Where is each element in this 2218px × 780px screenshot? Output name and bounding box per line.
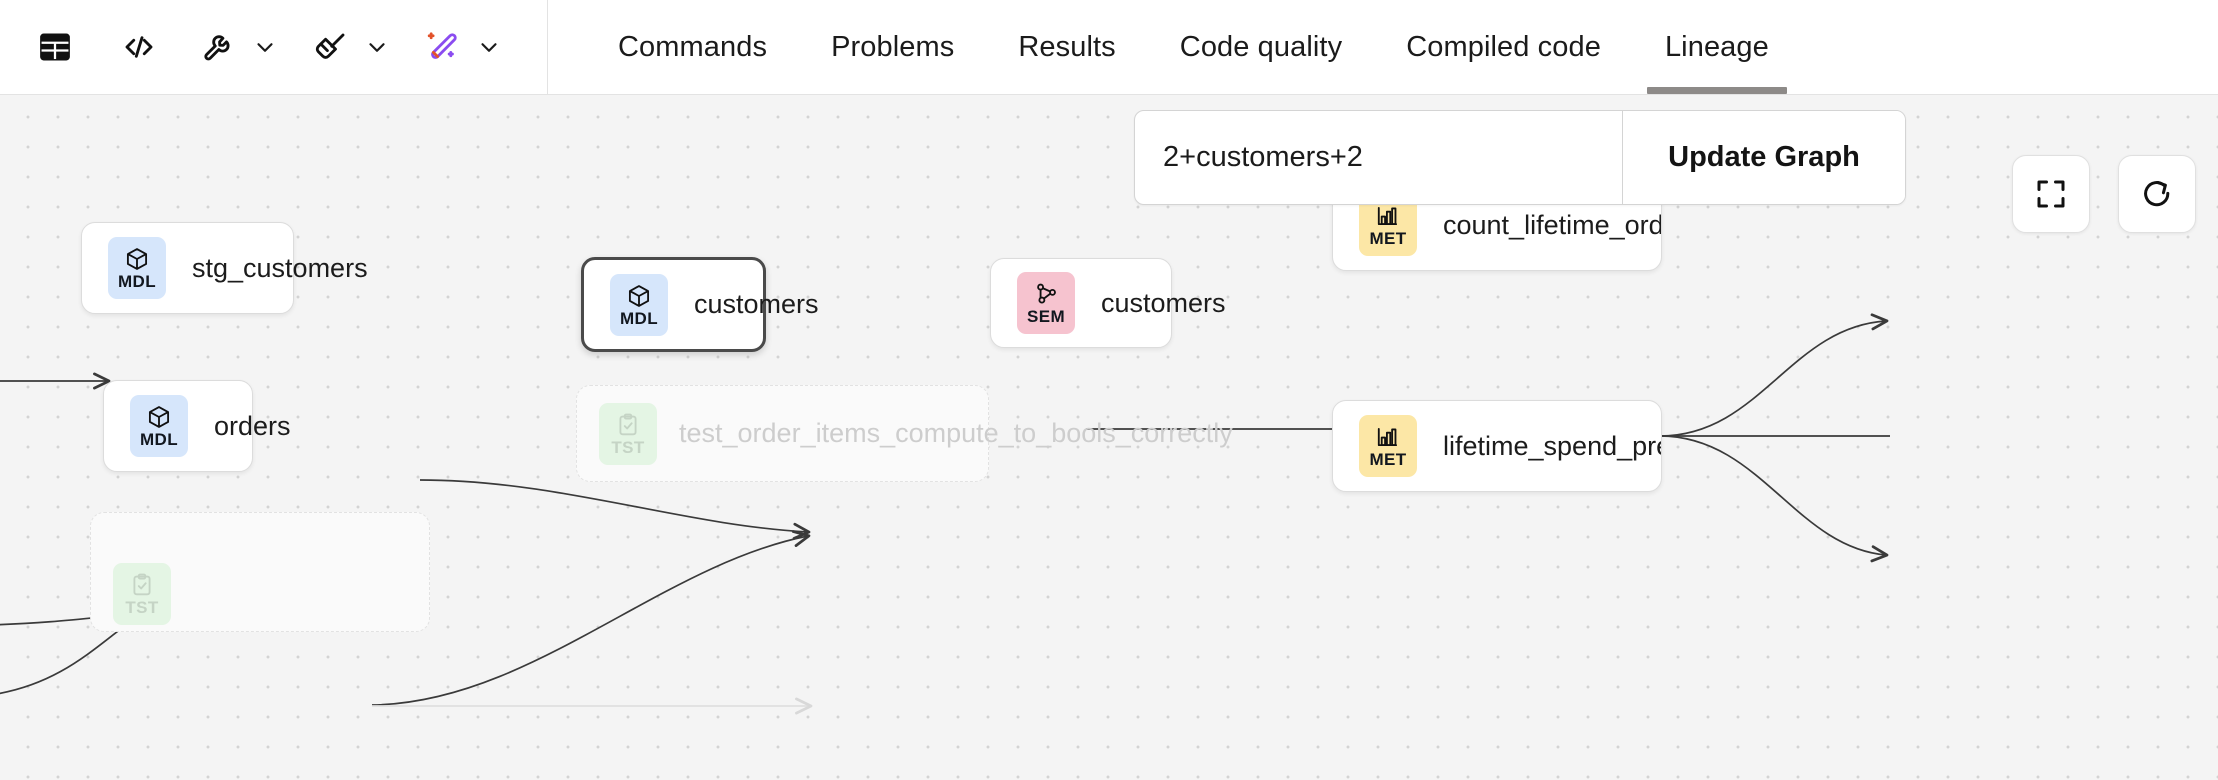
cube-icon <box>146 404 172 430</box>
badge-label: MDL <box>139 430 179 449</box>
node-label: count_lifetime_orders <box>1443 209 1662 240</box>
tab-label: Problems <box>831 30 955 63</box>
badge-tst: TST <box>113 563 171 625</box>
wrench-icon[interactable] <box>192 20 246 74</box>
format-dropdown[interactable] <box>304 20 396 74</box>
tab-underline <box>1646 87 1787 94</box>
chevron-down-icon[interactable] <box>358 20 396 74</box>
lineage-node-lifetime-spend-pretax[interactable]: MET lifetime_spend_pretax <box>1332 400 1662 492</box>
badge-mdl: MDL <box>130 395 188 457</box>
tab-label: Commands <box>618 30 768 63</box>
badge-label: TST <box>125 598 159 617</box>
tab-compiled-code[interactable]: Compiled code <box>1374 0 1633 94</box>
bar-chart-icon <box>1375 424 1401 450</box>
refresh-icon[interactable] <box>2118 155 2196 233</box>
badge-label: MDL <box>117 272 157 291</box>
node-label: lifetime_spend_pretax <box>1443 430 1661 461</box>
node-label: customers <box>694 289 819 320</box>
node-label: customers <box>1101 287 1226 318</box>
magic-wand-icon[interactable] <box>416 20 470 74</box>
tab-results[interactable]: Results <box>986 0 1147 94</box>
node-label: test_order_items_compute_to_bools_correc… <box>679 418 1233 449</box>
badge-mdl: MDL <box>108 237 166 299</box>
lineage-node-orders[interactable]: MDL orders <box>103 380 291 472</box>
ai-assist-dropdown[interactable] <box>416 20 508 74</box>
lineage-canvas[interactable]: MDL stg_customers MDL orders <box>0 95 2218 780</box>
update-graph-button[interactable]: Update Graph <box>1622 111 1905 204</box>
graph-search-input[interactable] <box>1135 111 1622 204</box>
bar-chart-icon <box>1375 203 1401 229</box>
tools-dropdown[interactable] <box>192 20 284 74</box>
chevron-down-icon[interactable] <box>470 20 508 74</box>
tab-problems[interactable]: Problems <box>799 0 986 94</box>
graph-search-bar: Update Graph <box>1134 110 1906 205</box>
editor-tool-group <box>0 0 548 94</box>
clipboard-check-icon <box>129 572 155 598</box>
network-nodes-icon <box>1033 281 1059 307</box>
tab-label: Code quality <box>1179 30 1343 63</box>
badge-mdl: MDL <box>610 273 668 336</box>
badge-label: MDL <box>619 308 659 328</box>
tab-label: Lineage <box>1664 30 1769 63</box>
badge-met: MET <box>1359 415 1417 477</box>
lineage-node-stg-customers[interactable]: MDL stg_customers <box>81 222 368 314</box>
lineage-node-test-order-items[interactable]: TST test_order_items_compute_to_bools_co… <box>576 385 1233 482</box>
lineage-node-partial-bottom[interactable]: TST <box>90 512 430 632</box>
table-icon[interactable] <box>28 20 82 74</box>
badge-label: SEM <box>1026 307 1066 326</box>
canvas-controls <box>2012 155 2196 233</box>
node-label: orders <box>214 410 291 441</box>
lineage-node-customers-semantic[interactable]: SEM customers <box>990 258 1226 348</box>
tab-label: Results <box>1018 30 1116 63</box>
top-toolbar: Commands Problems Results Code quality C… <box>0 0 2218 95</box>
lineage-node-customers-model[interactable]: MDL customers <box>581 257 819 352</box>
cube-icon <box>626 283 652 309</box>
fit-view-icon[interactable] <box>2012 155 2090 233</box>
tab-commands[interactable]: Commands <box>586 0 799 94</box>
node-label: stg_customers <box>192 252 368 283</box>
panel-tabs: Commands Problems Results Code quality C… <box>548 0 1801 94</box>
badge-label: TST <box>611 437 645 457</box>
tab-lineage[interactable]: Lineage <box>1633 0 1801 94</box>
clipboard-check-icon <box>615 412 641 438</box>
badge-sem: SEM <box>1017 272 1075 334</box>
badge-label: MET <box>1369 229 1407 248</box>
badge-tst: TST <box>599 402 657 465</box>
broom-icon[interactable] <box>304 20 358 74</box>
badge-label: MET <box>1369 450 1407 469</box>
code-icon[interactable] <box>112 20 166 74</box>
chevron-down-icon[interactable] <box>246 20 284 74</box>
tab-code-quality[interactable]: Code quality <box>1148 0 1374 94</box>
cube-icon <box>124 246 150 272</box>
tab-label: Compiled code <box>1406 30 1601 63</box>
